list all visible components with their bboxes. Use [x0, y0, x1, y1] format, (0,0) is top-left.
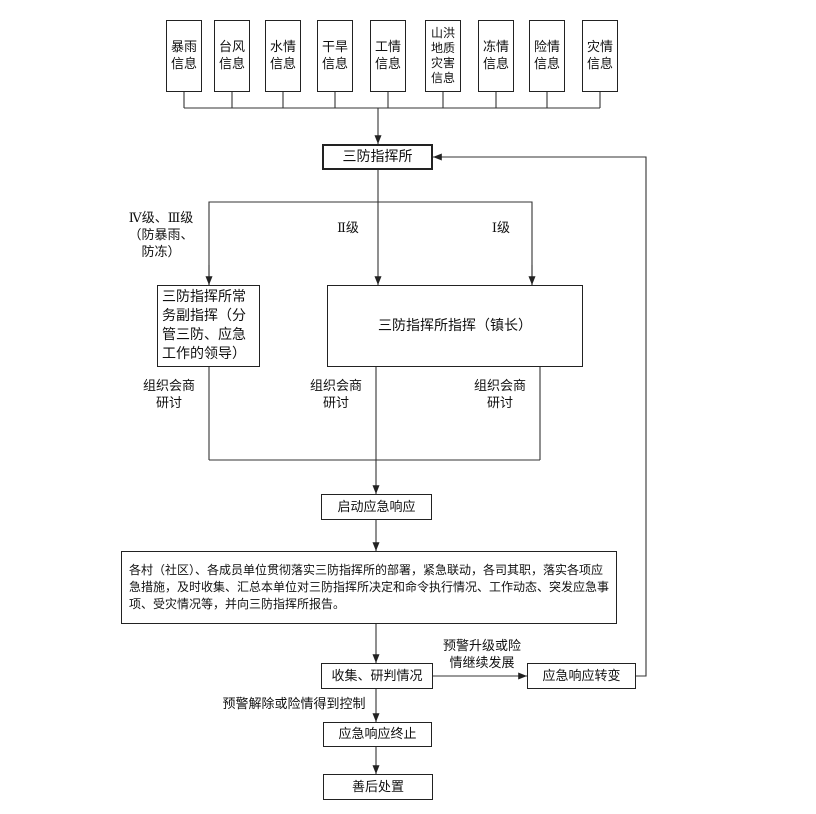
collect-analyze-box: 收集、研判情况 — [321, 663, 433, 689]
level-34-label: Ⅳ级、Ⅲ级 （防暴雨、 防冻） — [128, 211, 194, 260]
hq-box: 三防指挥所 — [322, 144, 433, 170]
feedback-line-to-hq — [433, 153, 647, 677]
response-transfer-box: 应急响应转变 — [527, 663, 636, 689]
source-box-danger: 险情 信息 — [529, 20, 565, 92]
source-box-water: 水情 信息 — [265, 20, 301, 92]
source-box-rainstorm: 暴雨 信息 — [166, 20, 202, 92]
source-box-freeze: 冻情 信息 — [478, 20, 514, 92]
level-branch-line — [208, 201, 533, 285]
consult-label-left: 组织会商 研讨 — [135, 378, 203, 412]
consult-label-right: 组织会商 研讨 — [466, 378, 534, 412]
start-response-box: 启动应急响应 — [321, 494, 432, 520]
deputy-commander-box: 三防指挥所常 务副指挥（分 管三防、应急 工作的领导） — [157, 285, 260, 367]
level-1-label: Ⅰ级 — [491, 221, 511, 236]
release-label: 预警解除或险情得到控制 — [222, 697, 366, 712]
source-box-typhoon: 台风 信息 — [214, 20, 250, 92]
actions-box: 各村（社区）、各成员单位贯彻落实三防指挥所的部署，紧急联动，各司其职，落实各项应… — [121, 551, 617, 624]
source-box-disaster: 灾情 信息 — [582, 20, 618, 92]
source-box-flash-flood: 山洪 地质 灾害 信息 — [425, 20, 461, 92]
upgrade-label: 预警升级或险 情继续发展 — [442, 639, 521, 671]
aftermath-box: 善后处置 — [323, 774, 433, 800]
source-box-drought: 干旱 信息 — [317, 20, 353, 92]
response-terminate-box: 应急响应终止 — [323, 722, 432, 747]
consult-label-mid: 组织会商 研讨 — [302, 378, 370, 412]
source-box-engineering: 工情 信息 — [370, 20, 406, 92]
level-2-label: Ⅱ级 — [337, 221, 359, 236]
commander-box: 三防指挥所指挥（镇长） — [327, 285, 583, 367]
